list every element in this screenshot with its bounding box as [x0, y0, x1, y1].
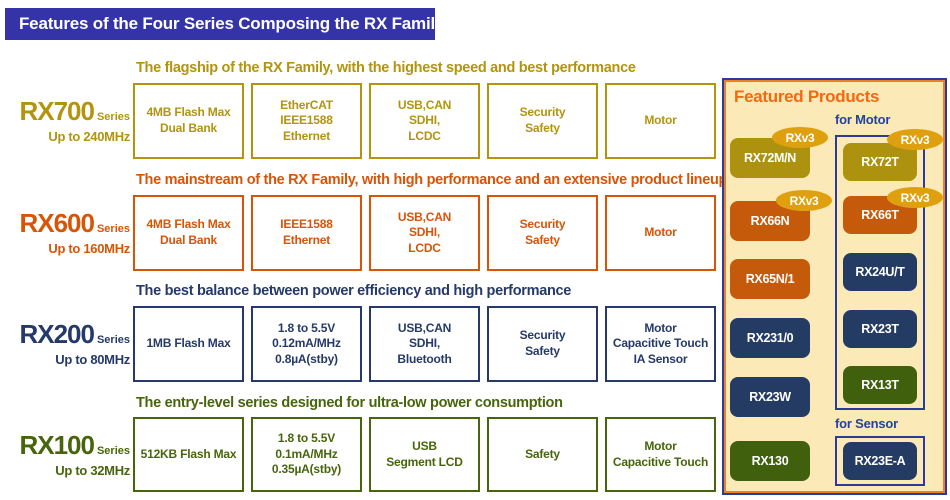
- series-freq-rx600: Up to 160MHz: [48, 241, 130, 256]
- feature-box: Safety: [487, 417, 598, 492]
- series-freq-rx700: Up to 240MHz: [48, 129, 130, 144]
- feature-box: USB,CAN SDHI, LCDC: [369, 195, 480, 271]
- feature-box: 4MB Flash Max Dual Bank: [133, 195, 244, 271]
- series-name-rx200: RX200: [19, 319, 94, 349]
- rx200-headline: The best balance between power efficienc…: [136, 283, 572, 299]
- featured-products-panel: Featured Products RX72M/N RX66N RX65N/1 …: [722, 78, 947, 495]
- feature-box: 1.8 to 5.5V 0.1mA/MHz 0.35µA(stby): [251, 417, 362, 492]
- rx200-feature-row: 1MB Flash Max 1.8 to 5.5V 0.12mA/MHz 0.8…: [133, 306, 716, 382]
- series-name-rx600: RX600: [19, 208, 94, 238]
- product-rx13t: RX13T: [843, 366, 917, 404]
- rx700-headline: The flagship of the RX Family, with the …: [136, 60, 636, 76]
- product-rx23ea: RX23E-A: [843, 442, 917, 480]
- rx600-headline: The mainstream of the RX Family, with hi…: [136, 172, 728, 188]
- feature-box: 4MB Flash Max Dual Bank: [133, 83, 244, 159]
- page-title: Features of the Four Series Composing th…: [5, 8, 444, 40]
- rxv3-badge: RXv3: [887, 129, 943, 150]
- rxv3-badge: RXv3: [887, 187, 943, 208]
- product-rx23w: RX23W: [730, 377, 810, 417]
- series-freq-rx200: Up to 80MHz: [55, 352, 130, 367]
- feature-box: Motor: [605, 83, 716, 159]
- feature-box: 512KB Flash Max: [133, 417, 244, 492]
- series-word: Series: [96, 445, 130, 457]
- rxv3-badge: RXv3: [772, 127, 828, 148]
- feature-box: EtherCAT IEEE1588 Ethernet: [251, 83, 362, 159]
- series-name-rx100: RX100: [19, 430, 94, 460]
- featured-products-title: Featured Products: [734, 87, 880, 106]
- product-rx130: RX130: [730, 441, 810, 481]
- series-word: Series: [96, 223, 130, 235]
- rxv3-badge: RXv3: [776, 190, 832, 211]
- for-motor-group-box: RX72T RX66T RX24U/T RX23T RX13T: [835, 135, 925, 410]
- product-rx72t: RX72T: [843, 143, 917, 181]
- feature-box: Motor Capacitive Touch: [605, 417, 716, 492]
- product-rx65n1: RX65N/1: [730, 259, 810, 299]
- feature-box: Motor: [605, 195, 716, 271]
- product-rx23t: RX23T: [843, 310, 917, 348]
- feature-box: 1.8 to 5.5V 0.12mA/MHz 0.8µA(stby): [251, 306, 362, 382]
- product-rx24ut: RX24U/T: [843, 253, 917, 291]
- for-sensor-group-box: RX23E-A: [835, 436, 925, 486]
- product-rx2310: RX231/0: [730, 318, 810, 358]
- feature-box: USB Segment LCD: [369, 417, 480, 492]
- for-sensor-label: for Sensor: [835, 416, 899, 431]
- feature-box: IEEE1588 Ethernet: [251, 195, 362, 271]
- feature-box: Security Safety: [487, 83, 598, 159]
- feature-box: Security Safety: [487, 306, 598, 382]
- feature-box: USB,CAN SDHI, LCDC: [369, 83, 480, 159]
- rx100-headline: The entry-level series designed for ultr…: [136, 395, 563, 411]
- feature-box: 1MB Flash Max: [133, 306, 244, 382]
- feature-box: Security Safety: [487, 195, 598, 271]
- rx700-feature-row: 4MB Flash Max Dual Bank EtherCAT IEEE158…: [133, 83, 716, 159]
- for-motor-label: for Motor: [835, 112, 891, 127]
- rx600-feature-row: 4MB Flash Max Dual Bank IEEE1588 Etherne…: [133, 195, 716, 271]
- feature-box: Motor Capacitive Touch IA Sensor: [605, 306, 716, 382]
- series-name-rx700: RX700: [19, 96, 94, 126]
- feature-box: USB,CAN SDHI, Bluetooth: [369, 306, 480, 382]
- series-word: Series: [96, 334, 130, 346]
- series-freq-rx100: Up to 32MHz: [55, 463, 130, 478]
- rx100-feature-row: 512KB Flash Max 1.8 to 5.5V 0.1mA/MHz 0.…: [133, 417, 716, 492]
- series-word: Series: [96, 111, 130, 123]
